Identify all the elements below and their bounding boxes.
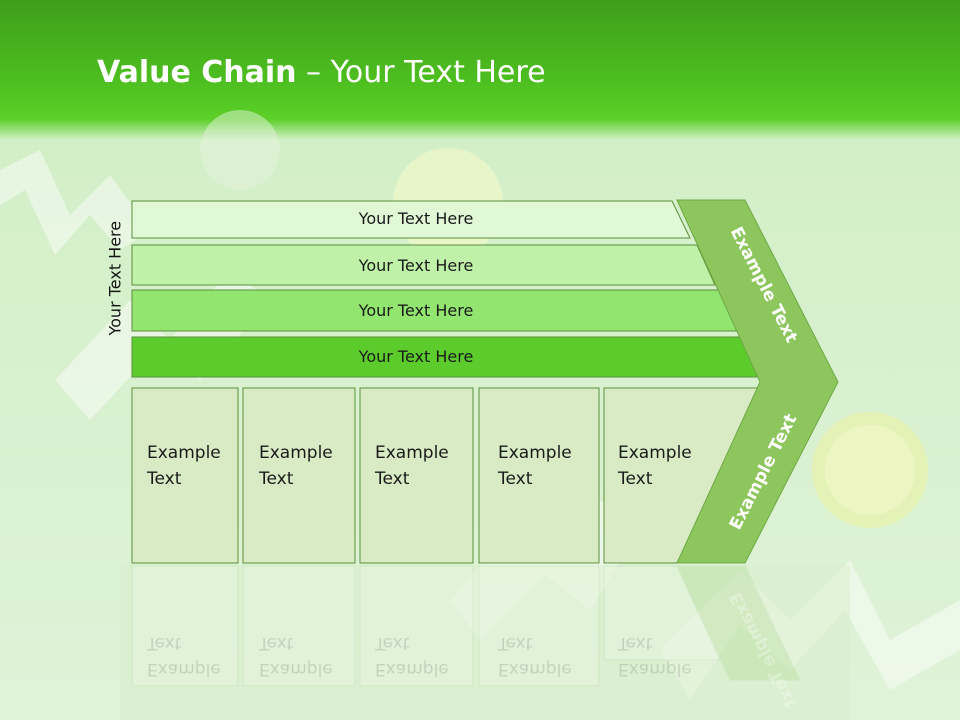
header-band [0,0,960,140]
box-1 [131,387,239,564]
chevron-arrow [676,199,839,564]
title-bold: Value Chain [97,55,297,90]
row-bar-2 [131,244,716,286]
row-bar-1 [131,200,691,239]
box-4 [478,387,600,564]
row-label-4: Your Text Here [358,347,474,366]
row-label-2: Your Text Here [358,256,474,275]
box-2 [242,387,356,564]
slide-title: Value Chain – Your Text Here [97,55,546,90]
title-rest: – Your Text Here [296,55,546,90]
vertical-label: Your Text Here [105,220,125,336]
row-label-1: Your Text Here [358,209,474,228]
row-label-3: Your Text Here [358,301,474,320]
box-3 [359,387,474,564]
